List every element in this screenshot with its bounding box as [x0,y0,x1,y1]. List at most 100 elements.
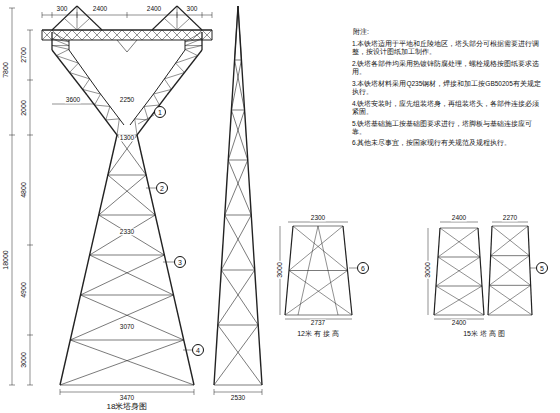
dimension-text: 300 [186,5,199,12]
member [192,30,202,40]
member [69,50,99,92]
dimension-text: 7800 [2,61,10,79]
member [153,89,171,94]
member [182,30,192,40]
dimension-text: 3000 [424,261,432,279]
member [92,30,102,40]
member [491,255,530,256]
view-title: 12米 有 接 高 [296,330,340,338]
member [102,30,112,40]
member [62,30,72,40]
member [52,46,69,50]
dimension-text: 2400 [451,319,467,326]
member [492,226,528,227]
member [81,295,174,296]
dimension-text: 1300 [119,134,135,141]
member [185,46,202,50]
member [225,215,251,216]
dimension-text: 2330 [119,228,135,235]
member [155,50,185,92]
callout-number: 3 [178,259,182,266]
member [77,6,78,30]
member [228,160,251,215]
member [70,73,90,79]
member [212,30,213,40]
member [221,270,254,271]
dimension-text: 3600 [65,96,81,103]
member [108,135,137,175]
member [70,295,173,340]
dimension-text: 3470 [119,394,135,401]
member [83,89,101,94]
member [489,256,529,286]
member [112,30,122,40]
member [214,325,258,385]
member [51,32,52,50]
member [42,29,212,30]
member [285,271,348,316]
callout-number: 4 [196,347,200,354]
member [238,6,241,60]
view-title: 18米塔身图 [106,403,149,412]
dimension-text: 2530 [230,394,246,401]
callout-circle: 3 [174,256,186,268]
callout-circle: 1 [154,106,166,118]
member [289,271,352,316]
member [137,135,194,385]
member [172,30,182,40]
member [132,30,142,40]
member [92,30,102,40]
member [440,228,480,257]
member [202,30,212,40]
callout-circle: 4 [192,344,204,356]
member [117,40,127,52]
member [218,325,258,326]
member [177,6,202,30]
callout-number: 6 [361,265,365,272]
dimension-text: 2400 [92,5,108,12]
member [70,63,79,72]
member [52,30,62,40]
member [176,63,185,72]
member [152,30,162,40]
dimension-text: 4800 [20,181,28,199]
member [235,60,245,110]
member [162,30,172,40]
member [81,255,165,295]
member [185,45,202,46]
member [87,95,117,135]
member [438,257,482,286]
member [293,226,348,271]
member [289,270,348,271]
member [438,257,480,258]
member [83,79,90,90]
member [99,215,165,255]
member [52,50,87,95]
dimension-text: 2270 [502,214,518,221]
member [102,30,112,40]
member [434,286,482,315]
callout-number: 2 [160,185,164,192]
member [137,95,167,135]
member [117,119,119,135]
member [122,30,132,40]
member [491,256,531,286]
member [60,340,184,385]
member [135,119,137,135]
member [489,285,532,315]
member [52,45,69,46]
member [99,175,146,215]
member [231,60,241,110]
member [52,6,77,30]
member [135,119,149,120]
member [318,226,338,315]
member [434,315,484,316]
member [152,30,162,40]
member [56,49,69,55]
member [488,315,532,316]
leader-lines [138,115,536,350]
member [164,79,171,90]
member [144,106,148,120]
dimension-text: 2700 [20,46,28,64]
member [112,30,122,40]
